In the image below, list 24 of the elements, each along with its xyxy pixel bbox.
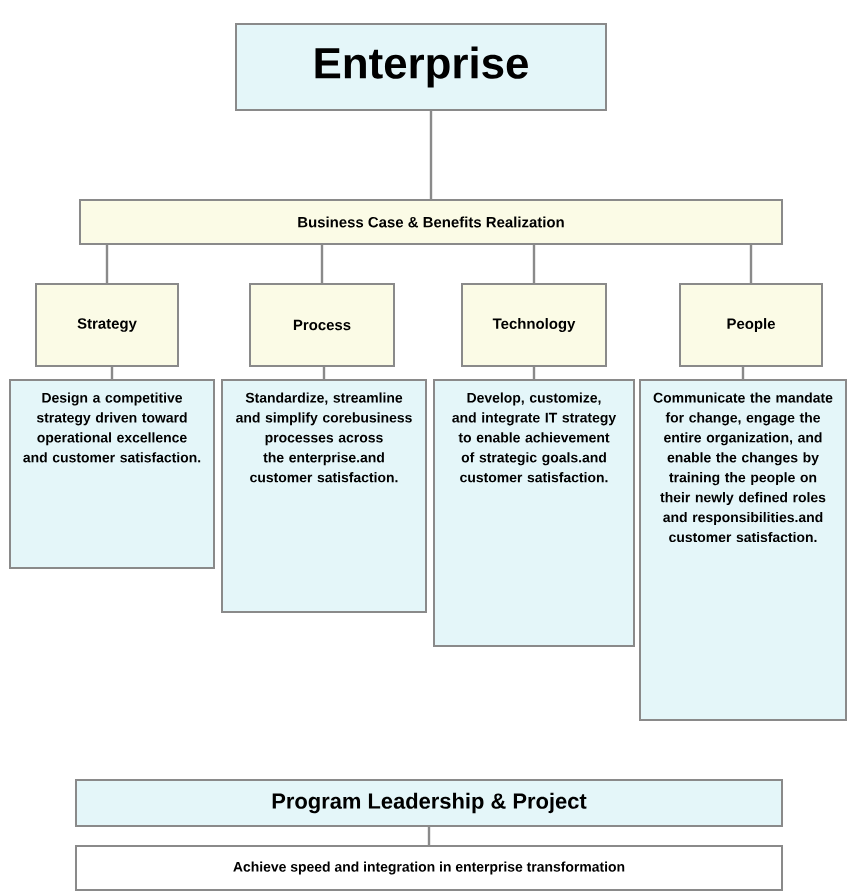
box-label: Program Leadership & Project <box>272 792 587 814</box>
band-box <box>79 199 783 245</box>
program-box <box>75 779 783 827</box>
connector-line <box>532 367 536 379</box>
category-box <box>461 283 607 367</box>
connector-line <box>532 245 536 283</box>
category-box <box>249 283 395 367</box>
connector-line <box>429 111 433 199</box>
description-box <box>639 379 847 721</box>
box-label: Enterprise <box>315 46 528 88</box>
description-box <box>433 379 635 647</box>
description-box <box>9 379 215 569</box>
category-box <box>35 283 179 367</box>
connector-line <box>322 367 326 379</box>
title-box <box>235 23 607 111</box>
connector-line <box>427 827 431 845</box>
connector-line <box>749 245 753 283</box>
connector-line <box>110 367 114 379</box>
connector-line <box>105 245 109 283</box>
description-box <box>221 379 427 613</box>
connector-line <box>320 245 324 283</box>
connector-line <box>741 367 745 379</box>
category-box <box>679 283 823 367</box>
goal-box <box>75 845 783 891</box>
